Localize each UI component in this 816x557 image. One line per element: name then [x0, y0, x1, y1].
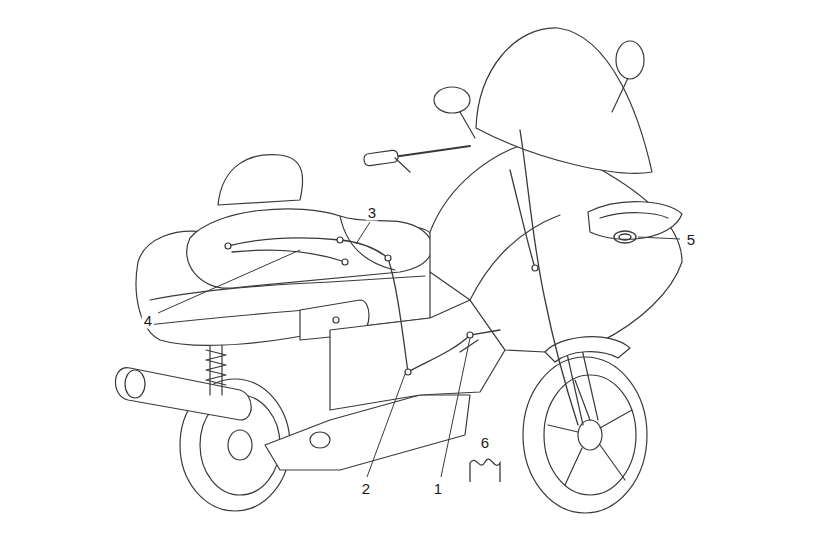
callout-number: 5 [685, 231, 697, 248]
callout-number: 6 [479, 434, 491, 451]
callout-number: 1 [432, 480, 444, 497]
callout-number: 2 [360, 480, 372, 497]
callout-number: 4 [142, 312, 154, 329]
callout-number: 3 [366, 204, 378, 221]
